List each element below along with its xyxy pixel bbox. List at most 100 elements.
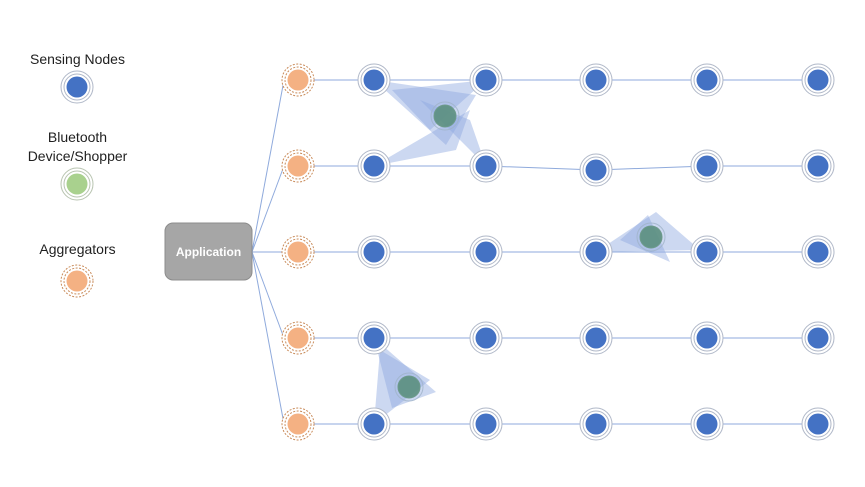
node-inner-ring (284, 66, 312, 94)
detection-zone (374, 338, 436, 408)
node-inner-ring (360, 238, 388, 266)
legend-bluetooth-label-line1: Bluetooth (47, 129, 108, 145)
legend-sensing-node (60, 70, 94, 104)
node-inner-ring (360, 324, 388, 352)
node-core (585, 159, 607, 181)
node-inner-ring (472, 324, 500, 352)
node-core (696, 413, 718, 435)
node-inner-ring (582, 66, 610, 94)
node-core (287, 327, 309, 349)
node-inner-ring (693, 66, 721, 94)
node-layer (281, 63, 835, 441)
sensing-node (469, 63, 503, 97)
node-inner-ring (693, 238, 721, 266)
sensing-node (801, 149, 835, 183)
node-inner-ring (804, 324, 832, 352)
link-application-aggregator (251, 251, 285, 425)
node-core (475, 155, 497, 177)
sensing-node (469, 321, 503, 355)
node-inner-ring (284, 238, 312, 266)
node-core (475, 69, 497, 91)
node-core (696, 69, 718, 91)
shopper-ring (636, 222, 666, 252)
node-inner-ring (360, 152, 388, 180)
node-inner-ring (582, 324, 610, 352)
node-core (363, 413, 385, 435)
node-inner-ring (284, 324, 312, 352)
shopper-core (433, 104, 457, 128)
shopper-node (394, 372, 424, 402)
node-core (475, 241, 497, 263)
sensing-node (579, 63, 613, 97)
node-inner-ring (472, 152, 500, 180)
node-core (696, 241, 718, 263)
node-inner-ring (582, 156, 610, 184)
node-core (475, 413, 497, 435)
node-inner-ring (582, 410, 610, 438)
sensing-node (690, 321, 724, 355)
sensing-node (357, 63, 391, 97)
node-core (807, 155, 829, 177)
sensing-node (690, 63, 724, 97)
legend-bluetooth-label-line2: Device/Shopper (27, 148, 128, 164)
node-core (475, 327, 497, 349)
node-core (807, 327, 829, 349)
shopper-core (397, 375, 421, 399)
node-inner-ring (472, 410, 500, 438)
link-application-aggregator (251, 251, 285, 339)
sensing-node (801, 235, 835, 269)
sensing-node (801, 321, 835, 355)
aggregator-node (281, 321, 315, 355)
link-application-aggregator (251, 79, 285, 253)
node-inner-ring (693, 410, 721, 438)
node-core (287, 155, 309, 177)
sensing-node (690, 407, 724, 441)
node-core (807, 241, 829, 263)
aggregator-node (281, 149, 315, 183)
link-row (485, 165, 597, 171)
link-layer (251, 79, 818, 425)
aggregator-node (281, 407, 315, 441)
sensing-node (357, 149, 391, 183)
sensing-node (690, 235, 724, 269)
node-core (807, 69, 829, 91)
node-core (696, 327, 718, 349)
legend-sensing-label: Sensing Nodes (30, 51, 125, 67)
sensing-node (357, 235, 391, 269)
link-application-aggregator (251, 165, 285, 253)
detection-zone (392, 80, 486, 130)
aggregator-node (281, 235, 315, 269)
shopper-node (430, 101, 460, 131)
sensing-node (469, 149, 503, 183)
sensing-node (690, 149, 724, 183)
node-core (287, 69, 309, 91)
node-inner-ring (472, 238, 500, 266)
node-core (287, 413, 309, 435)
legend-aggregator (60, 264, 94, 298)
aggregator-node (281, 63, 315, 97)
shopper-core (639, 225, 663, 249)
legend-bluetooth-device (60, 167, 94, 201)
node-inner-ring (472, 66, 500, 94)
sensing-node (357, 321, 391, 355)
sensing-node (469, 407, 503, 441)
node-core (585, 327, 607, 349)
sensing-node (579, 153, 613, 187)
sensing-node (579, 235, 613, 269)
node-core (363, 69, 385, 91)
node-core (807, 413, 829, 435)
node-core (363, 327, 385, 349)
legend-aggregators-label: Aggregators (39, 241, 116, 257)
node-core (287, 241, 309, 263)
node-core (363, 241, 385, 263)
sensing-node (469, 235, 503, 269)
application-label: Application (176, 245, 241, 259)
sensing-node (357, 407, 391, 441)
node-inner-ring (693, 324, 721, 352)
sensing-node (579, 321, 613, 355)
node-inner-ring (360, 66, 388, 94)
link-row (595, 165, 708, 171)
node-inner-ring (582, 238, 610, 266)
application-box[interactable]: Application (164, 222, 253, 281)
